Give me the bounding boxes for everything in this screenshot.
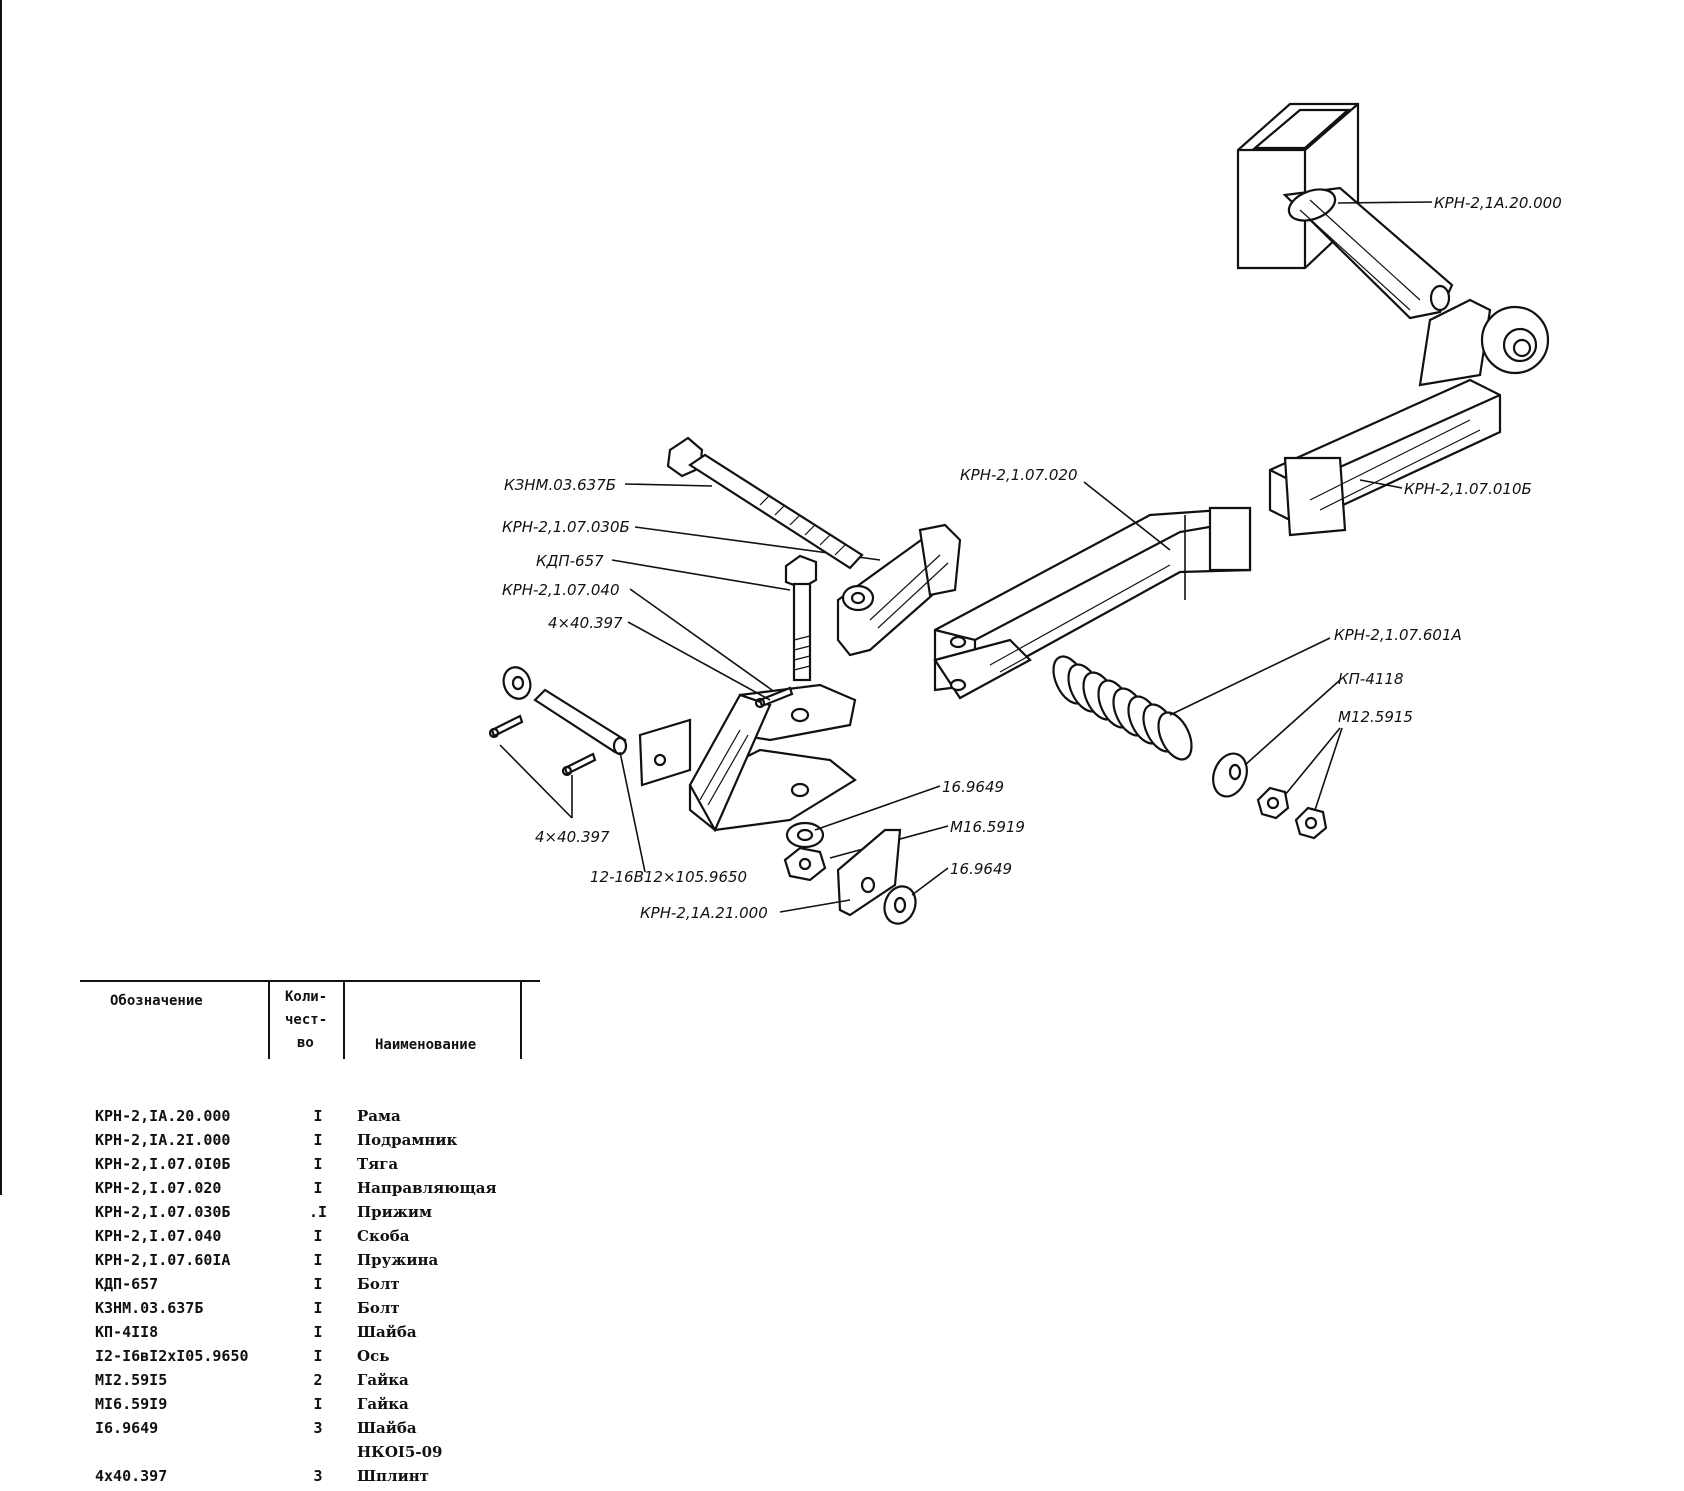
callout-pin-lower: 4×40.397 [535,828,610,846]
parts-table: Обозначение Коли- чест- во Наименование … [80,980,540,1485]
page-left-border [0,0,2,1195]
rod-part [1268,298,1550,537]
nuts-m12-part [1256,786,1328,840]
callout-guide: КРН-2,1.07.020 [960,466,1078,484]
spring-part [1052,655,1193,761]
header-name: Наименование [375,1037,477,1053]
callout-spring: КРН-2,1.07.601А [1334,626,1462,644]
callout-nut-m16: М16.5919 [950,818,1025,836]
callout-clamp: КРН-2,1.07.030Б [502,518,630,536]
callout-nut-m12: М12.5915 [1338,708,1413,726]
callout-frame: КРН-2,1А.20.000 [1434,194,1562,212]
pin-upper-part [754,686,794,709]
callout-washer-16b: 16.9649 [950,860,1012,878]
callout-bolt-kdp: КДП-657 [536,552,604,570]
frame-part [1236,102,1454,320]
callout-washer-16a: 16.9649 [942,778,1004,796]
clamp-part [836,523,962,657]
header-qty-line3: во [297,1035,314,1051]
bolt-kdp-part [784,554,818,682]
callout-pin-upper: 4×40.397 [548,614,623,632]
callout-bolt-kzn: КЗНМ.03.637Б [504,476,616,494]
header-qty-line1: Коли- [285,989,328,1005]
axle-group-part [488,666,692,787]
callout-rod: КРН-2,1.07.010Б [1404,480,1532,498]
bracket-part [688,683,857,833]
exploded-assembly-diagram: КРН-2,1А.20.000 КРН-2,1.07.010Б КРН-2,1.… [488,102,1562,925]
callout-bracket: КРН-2,1.07.040 [502,581,620,599]
callout-subframe: КРН-2,1А.21.000 [640,904,768,922]
guide-part [933,506,1252,700]
table-header: Обозначение Коли- чест- во Наименование [80,980,540,1059]
table-row: НКОI5-09 [357,1443,443,1461]
washer-kp-part [1212,752,1248,798]
washer-nut-m16-part [783,821,827,882]
subframe-part [836,828,917,925]
header-designation: Обозначение [110,993,203,1009]
callout-axle: 12-16В12×105.9650 [590,868,747,886]
header-qty-line2: чест- [285,1012,328,1028]
bolt-kzn-part [666,436,864,570]
callout-washer-kp: КП-4118 [1338,670,1404,688]
